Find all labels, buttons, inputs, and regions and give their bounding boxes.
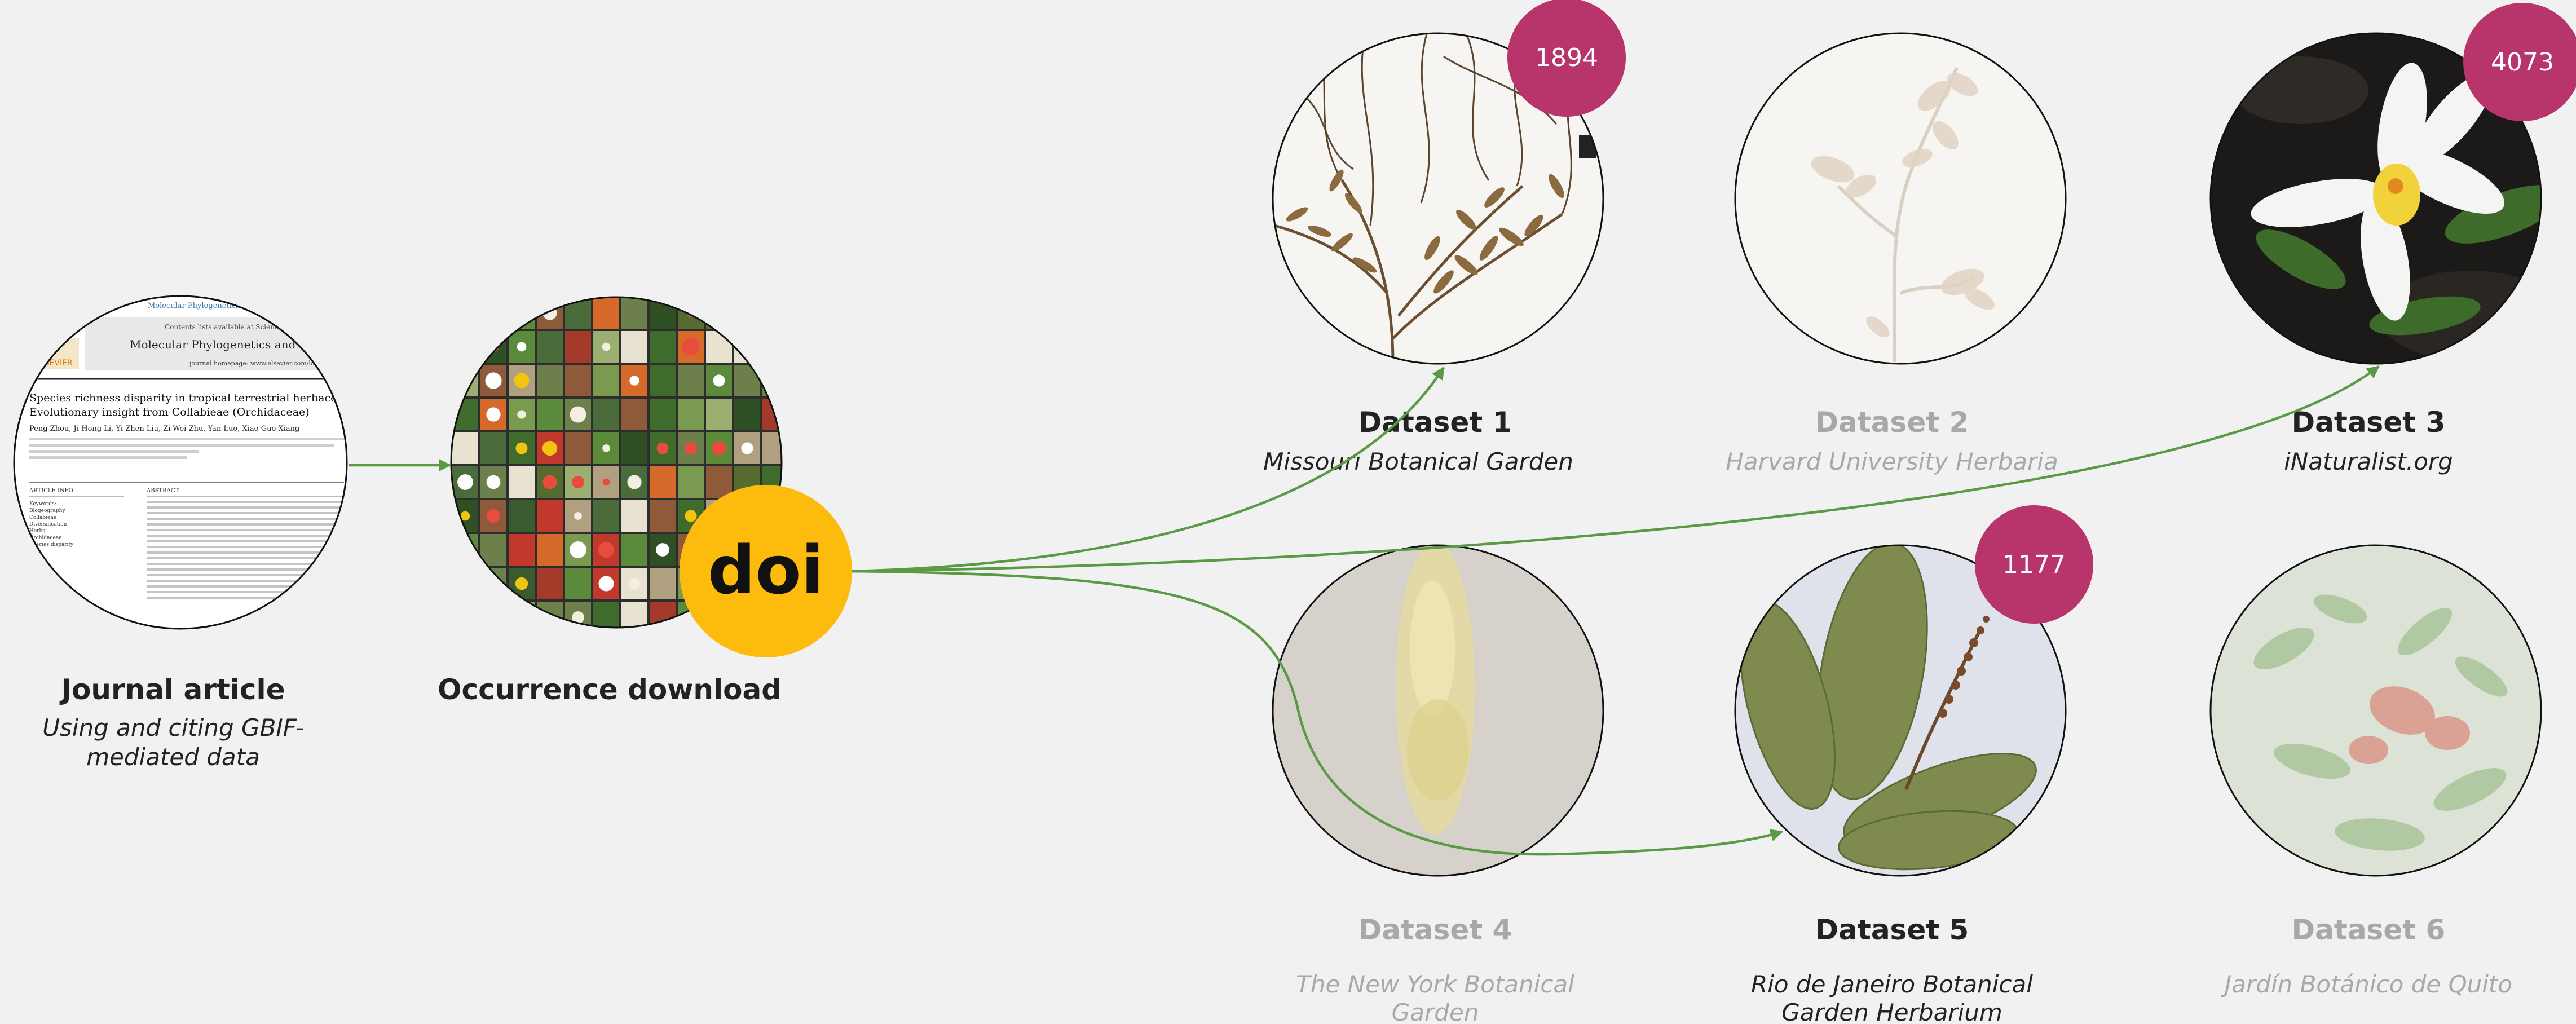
thumb-authors: Peng Zhou, Ji-Hong Li, Yi-Zhen Liu, Zi-W… <box>29 425 299 433</box>
thumb-keyword: Orchidaceae <box>29 535 62 541</box>
journal-subtitle-line-1: Using and citing GBIF- <box>42 714 304 741</box>
thumb-abstract-lines <box>147 501 344 599</box>
journal-article-thumbnail: Molecular Phylogenetics and Evolution Co… <box>14 296 393 629</box>
dataset-2-title: Dataset 2 <box>1815 406 1969 439</box>
thumb-contents-line: Contents lists available at ScienceDirec… <box>165 323 304 331</box>
thumb-journal-line: Molecular Phylogenetics and Evolution <box>148 302 294 310</box>
dataset-5-count: 1177 <box>2002 550 2066 579</box>
dataset-1-subtitle-line-1: Missouri Botanical Garden <box>1263 448 1573 475</box>
thumb-keyword: Species disparity <box>29 542 74 548</box>
thumb-keyword: Diversification <box>29 522 67 527</box>
dataset-2-subtitle-line-1: Harvard University Herbaria <box>1726 448 2058 475</box>
link-doi-to-dataset-1 <box>851 367 1445 573</box>
journal-article-node: Molecular Phylogenetics and Evolution Co… <box>13 295 393 771</box>
dataset-6-subtitle-line-1: Jardín Botánico de Quito <box>2221 970 2512 998</box>
journal-subtitle-line-2: mediated data <box>86 743 260 771</box>
dataset-3-subtitle-line-1: iNaturalist.org <box>2284 448 2453 475</box>
dataset-1-count: 1894 <box>1535 43 1598 72</box>
thumb-publisher: ELSEVIER <box>35 359 73 368</box>
thumb-keywords: Keywords: Biogeography Collabieae Divers… <box>29 501 74 548</box>
count-badge: 4073 <box>2463 3 2576 121</box>
count-badge: 1177 <box>1975 505 2093 624</box>
dataset-6-photo <box>2211 545 2541 876</box>
dataset-4-subtitle-line-2: Garden <box>1392 999 1479 1024</box>
dataset-6-node: Dataset 6 Jardín Botánico de Quito <box>2209 544 2542 998</box>
thumb-journal-name: Molecular Phylogenetics and Evolution <box>130 338 354 351</box>
dataset-4-subtitle-line-1: The New York Botanical <box>1296 970 1574 998</box>
thumb-article-info-heading: ARTICLE INFO <box>29 488 73 494</box>
thumb-keyword: Collabieae <box>29 515 56 520</box>
dataset-3-count: 4073 <box>2491 48 2554 77</box>
dataset-6-title: Dataset 6 <box>2292 913 2446 946</box>
dataset-3-photo <box>2211 33 2541 364</box>
download-title: Occurrence download <box>438 673 782 706</box>
journal-title: Journal article <box>59 673 285 706</box>
thumb-abstract-heading: ABSTRACT <box>146 488 179 494</box>
dataset-5-title: Dataset 5 <box>1815 913 1969 946</box>
dataset-4-photo <box>1273 545 1603 876</box>
thumb-keyword: Keywords: <box>29 501 56 507</box>
thumb-homepage-line: journal homepage: www.elsevier.com/locat… <box>188 360 351 367</box>
dataset-3-title: Dataset 3 <box>2292 406 2446 439</box>
dataset-3-node: Dataset 3 iNaturalist.org <box>2209 32 2542 475</box>
thumb-keyword: Biogeography <box>29 508 65 514</box>
thumb-article-title-1: Species richness disparity in tropical t… <box>29 392 393 404</box>
doi-label: doi <box>708 531 824 609</box>
dataset-2-photo <box>1735 33 2066 364</box>
dataset-2-node: Dataset 2 Harvard University Herbaria <box>1726 32 2067 475</box>
thumb-article-title-2: Evolutionary insight from Collabieae (Or… <box>29 406 310 418</box>
link-doi-to-dataset-3 <box>851 365 2380 573</box>
dataset-5-subtitle-line-2: Garden Herbarium <box>1781 999 2002 1024</box>
dataset-4-title: Dataset 4 <box>1358 913 1512 946</box>
thumb-keyword: Herbs <box>29 528 45 534</box>
connectors <box>349 365 2380 856</box>
count-badge: 1894 <box>1507 0 1626 117</box>
dataset-1-title: Dataset 1 <box>1358 406 1512 439</box>
occurrence-photo-mosaic <box>451 297 782 628</box>
doi-badge[interactable] <box>680 485 852 657</box>
dataset-4-node: Dataset 4 The New York Botanical Garden <box>1272 544 1604 1024</box>
dataset-5-subtitle-line-1: Rio de Janeiro Botanical <box>1751 970 2033 998</box>
link-doi-to-dataset-5 <box>851 570 1784 856</box>
occurrence-download-node: doi Occurrence download <box>438 296 852 706</box>
